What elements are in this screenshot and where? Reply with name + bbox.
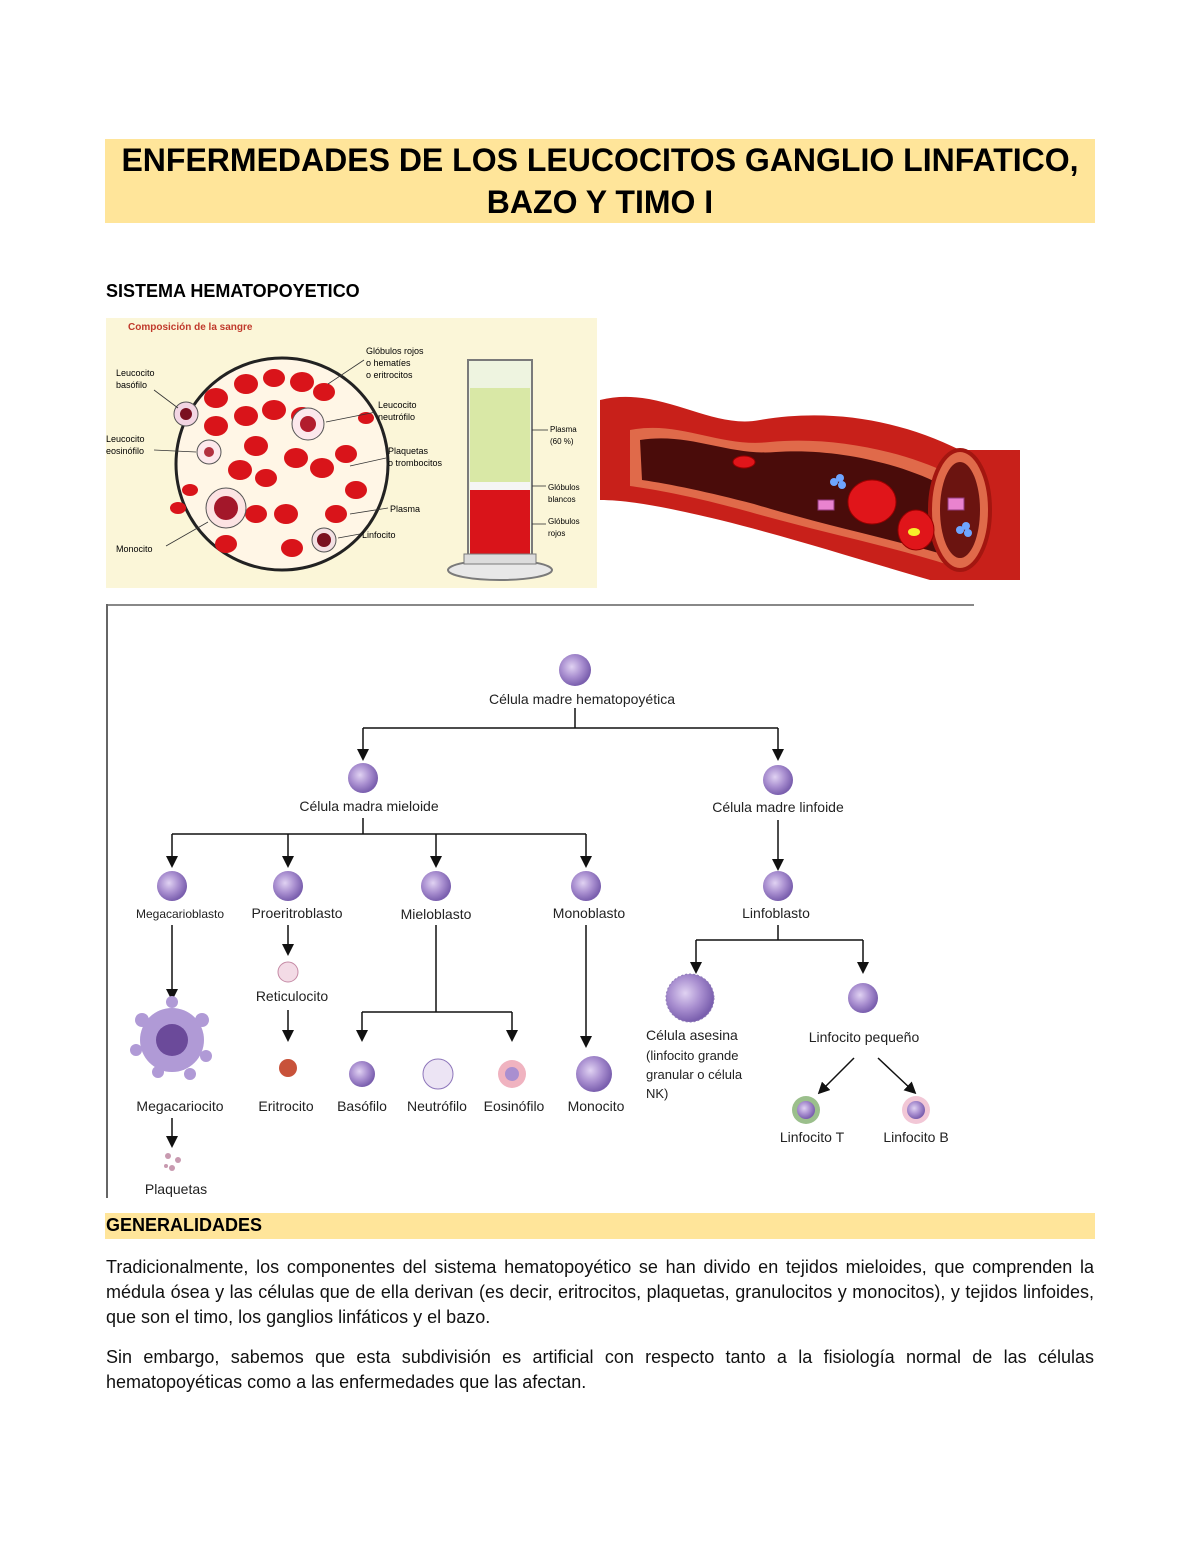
label-megacarioblasto: Megacarioblasto (136, 907, 224, 921)
label-eosinofilo: Eosinófilo (484, 1098, 545, 1114)
label-linfocito: Linfocito (362, 530, 396, 540)
section-heading-hematopoyetico: SISTEMA HEMATOPOYETICO (106, 281, 360, 301)
blood-composition-figure: Composición de la sangre Leucocito basóf… (106, 318, 597, 588)
label-plasma: Plasma (390, 504, 420, 514)
label-nk-2: (linfocito grande (646, 1048, 739, 1063)
page-title: ENFERMEDADES DE LOS LEUCOCITOS GANGLIO L… (121, 142, 1079, 220)
label-eosinofilo-2: eosinófilo (106, 446, 144, 456)
hematopoiesis-tree-figure: Célula madre hematopoyética Célula madra… (106, 600, 976, 1200)
label-neutrofilo-2: neutrófilo (378, 412, 415, 422)
label-monocito: Monocito (568, 1098, 625, 1114)
label-basofilo-1: Leucocito (116, 368, 155, 378)
paragraph-2: Sin embargo, sabemos que esta subdivisió… (106, 1347, 1094, 1392)
section-heading-generalidades: GENERALIDADES (106, 1215, 263, 1235)
blood-vessel-figure (600, 390, 1020, 580)
label-neutrofilo: Neutrófilo (407, 1098, 467, 1114)
label-monoblasto: Monoblasto (553, 905, 626, 921)
paragraph-1: Tradicionalmente, los componentes del si… (106, 1257, 1094, 1327)
label-eritrocito: Eritrocito (258, 1098, 313, 1114)
tube-label-blancos-2: blancos (548, 495, 576, 504)
figure-frame-top (106, 604, 974, 606)
tube-label-rojos-2: rojos (548, 529, 565, 538)
label-nk-1: Célula asesina (646, 1027, 738, 1043)
label-linfocito-pequeno: Linfocito pequeño (809, 1029, 920, 1045)
tree-cells (130, 654, 930, 1171)
label-basofilo: Basófilo (337, 1098, 387, 1114)
label-nk-4: NK) (646, 1086, 668, 1101)
tube-label-blancos-1: Glóbulos (548, 483, 580, 492)
label-linfocito-t: Linfocito T (780, 1129, 845, 1145)
label-basofilo-2: basófilo (116, 380, 147, 390)
label-nk-3: granular o célula (646, 1067, 743, 1082)
label-lymphoid: Célula madre linfoide (712, 799, 844, 815)
tree-connectors (166, 708, 917, 1148)
tube-label-plasma-2: (60 %) (550, 437, 574, 446)
figure-frame-left (106, 604, 108, 1198)
label-linfocito-b: Linfocito B (883, 1129, 948, 1145)
label-eosinofilo-1: Leucocito (106, 434, 145, 444)
label-neutrofilo-1: Leucocito (378, 400, 417, 410)
title-banner: ENFERMEDADES DE LOS LEUCOCITOS GANGLIO L… (105, 139, 1095, 223)
label-stem-cell: Célula madre hematopoyética (489, 691, 675, 707)
label-globulos-rojos-1: Glóbulos rojos (366, 346, 424, 356)
white-blood-cells (173, 401, 337, 553)
label-plaquetas-1: Plaquetas (388, 446, 429, 456)
tube-label-rojos-1: Glóbulos (548, 517, 580, 526)
label-myeloid: Célula madra mieloide (299, 798, 439, 814)
label-megacariocito: Megacariocito (136, 1098, 223, 1114)
label-linfoblasto: Linfoblasto (742, 905, 810, 921)
label-plaquetas: Plaquetas (145, 1181, 207, 1197)
label-globulos-rojos-3: o eritrocitos (366, 370, 413, 380)
blood-figure-title: Composición de la sangre (128, 322, 253, 333)
label-mieloblasto: Mieloblasto (401, 906, 472, 922)
test-tube (447, 359, 553, 581)
tree-labels: Célula madre hematopoyética Célula madra… (136, 691, 949, 1197)
label-proeritroblasto: Proeritroblasto (251, 905, 342, 921)
label-monocito: Monocito (116, 544, 153, 554)
label-plaquetas-2: o trombocitos (388, 458, 443, 468)
label-reticulocito: Reticulocito (256, 988, 329, 1004)
label-globulos-rojos-2: o hematíes (366, 358, 411, 368)
tube-label-plasma-1: Plasma (550, 425, 577, 434)
generalidades-highlight (105, 1213, 1095, 1239)
red-blood-cells (170, 369, 374, 557)
